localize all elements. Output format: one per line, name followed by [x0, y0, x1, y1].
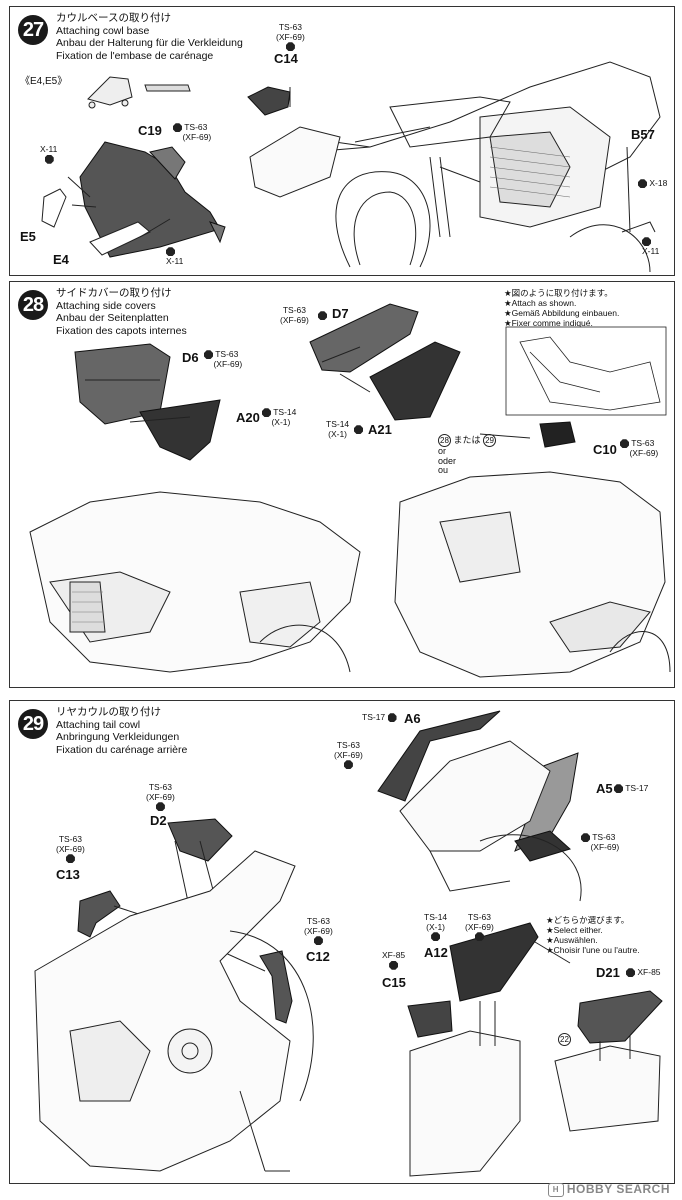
paint-callout-d2: TS-63(XF-69)	[146, 782, 175, 812]
part-label-e5: E5	[20, 229, 36, 244]
paint-callout-c13: TS-63(XF-69)	[56, 834, 85, 864]
paint-callout-d21: XF-85	[626, 967, 661, 978]
screw-label-x18: X-18	[638, 178, 667, 189]
paint-callout-a12-ts14: TS-14(X-1)	[424, 912, 447, 942]
paint-callout-c12: TS-63(XF-69)	[304, 916, 333, 946]
paint-callout-a5-inner: TS-63 (XF-69)	[581, 832, 619, 852]
paint-callout-c14: TS-63(XF-69)	[276, 22, 305, 52]
selection-notes: ★どちらか選びます。★Select either. ★Auswählen.★Ch…	[546, 915, 640, 955]
paint-callout-d6: TS-63 (XF-69)	[204, 349, 242, 369]
part-label-c14: C14	[274, 51, 298, 66]
part-label-b57: B57	[631, 127, 655, 142]
part-label-a6: A6	[404, 711, 421, 726]
part-label-a5: A5	[596, 781, 613, 796]
step-29-panel: 29 リヤカウルの取り付け Attaching tail cowl Anbrin…	[9, 700, 675, 1184]
part-label-d2: D2	[150, 813, 167, 828]
step-ref-22: 22	[558, 1033, 571, 1046]
part-label-a12: A12	[424, 945, 448, 960]
step-titles: サイドカバーの取り付け Attaching side covers Anbau …	[56, 287, 187, 337]
paint-dot-d7	[318, 311, 327, 321]
paint-dot-a21	[354, 425, 363, 435]
paint-callout-a20: TS-14 (X-1)	[262, 407, 296, 427]
variant-label: 《E4,E5》	[20, 76, 68, 87]
step-number: 27	[18, 15, 48, 45]
part-label-c10: C10	[593, 442, 617, 457]
paint-callout-c15: XF-85	[382, 950, 405, 970]
assembly-notes: ★図のように取り付けます。★Attach as shown. ★Gemäß Ab…	[504, 288, 620, 328]
step-27-panel: 27 カウルベースの取り付け Attaching cowl base Anbau…	[9, 6, 675, 276]
paint-callout-c10: TS-63 (XF-69)	[620, 438, 658, 458]
step-29-illustration	[34, 710, 663, 1177]
part-label-c13: C13	[56, 867, 80, 882]
screw-label-x11-right: X-11	[642, 237, 659, 256]
paint-callout-d7: TS-63(XF-69)	[280, 305, 309, 325]
part-label-d21: D21	[596, 965, 620, 980]
step-titles: カウルベースの取り付け Attaching cowl base Anbau de…	[56, 12, 243, 62]
screw-label-x11-top: X-11	[40, 144, 57, 164]
part-label-c15: C15	[382, 975, 406, 990]
part-label-c19: C19	[138, 123, 162, 138]
step-28-panel: 28 サイドカバーの取り付け Attaching side covers Anb…	[9, 281, 675, 688]
step-27-illustration	[41, 61, 661, 273]
paint-callout-a5: TS-17	[614, 783, 648, 794]
part-label-d7: D7	[332, 306, 349, 321]
paint-callout-a12-ts63: TS-63(XF-69)	[465, 912, 494, 942]
either-step-note: 28 または 29 or oder ou	[438, 434, 497, 476]
step-number: 28	[18, 290, 48, 320]
paint-callout-a6: TS-17	[362, 712, 397, 723]
part-label-e4: E4	[53, 252, 69, 267]
paint-callout-c19: TS-63 (XF-69)	[173, 122, 211, 142]
part-label-a20: A20	[236, 410, 260, 425]
step-number: 29	[18, 709, 48, 739]
paint-callout-a6-base: TS-63(XF-69)	[334, 740, 363, 770]
part-label-d6: D6	[182, 350, 199, 365]
part-label-c12: C12	[306, 949, 330, 964]
part-label-a21: A21	[368, 422, 392, 437]
paint-callout-a21: TS-14(X-1)	[326, 419, 350, 439]
step-titles: リヤカウルの取り付け Attaching tail cowl Anbringun…	[56, 706, 188, 756]
screw-label-x11-bottom: X-11	[166, 247, 183, 266]
step-28-illustration	[29, 303, 671, 678]
